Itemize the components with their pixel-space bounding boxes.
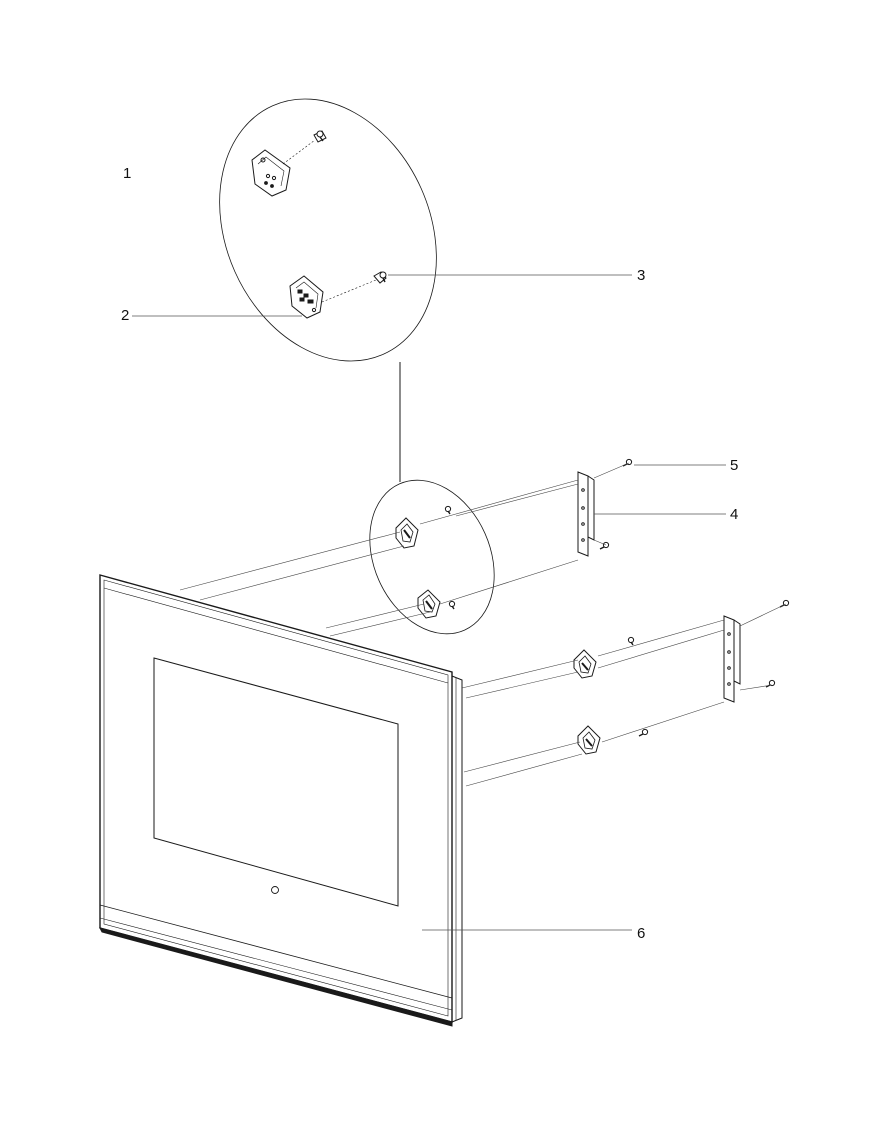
hinge-bracket-lower bbox=[289, 275, 377, 319]
callout-4: 4 bbox=[730, 506, 739, 523]
rail-screws-lower bbox=[765, 599, 790, 688]
hinge-bracket-door-upper bbox=[573, 636, 635, 679]
rail-screws-upper bbox=[599, 458, 633, 550]
detail-bubble-large bbox=[219, 98, 437, 482]
hinge-bracket-bubble-lower bbox=[417, 589, 441, 619]
detail-bubble-small bbox=[369, 479, 495, 635]
hinge-bracket-bubble-upper bbox=[395, 517, 419, 549]
hinge-bracket-upper bbox=[251, 139, 316, 197]
assembly-guide-lines bbox=[179, 462, 787, 787]
door-sensor-icon bbox=[271, 886, 279, 894]
bubble-screws bbox=[444, 505, 456, 610]
callout-6: 6 bbox=[637, 925, 646, 942]
callout-5: 5 bbox=[730, 457, 739, 474]
door-window bbox=[153, 657, 399, 907]
callout-1: 1 bbox=[123, 165, 132, 182]
mounting-rail-upper bbox=[577, 471, 595, 557]
mounting-rail-lower bbox=[723, 615, 741, 703]
callout-3: 3 bbox=[637, 267, 646, 284]
callout-2: 2 bbox=[121, 307, 130, 324]
hinge-bracket-door-lower bbox=[577, 725, 649, 755]
screw-lower-bubble bbox=[373, 271, 387, 284]
screw-upper-bubble bbox=[313, 130, 327, 143]
